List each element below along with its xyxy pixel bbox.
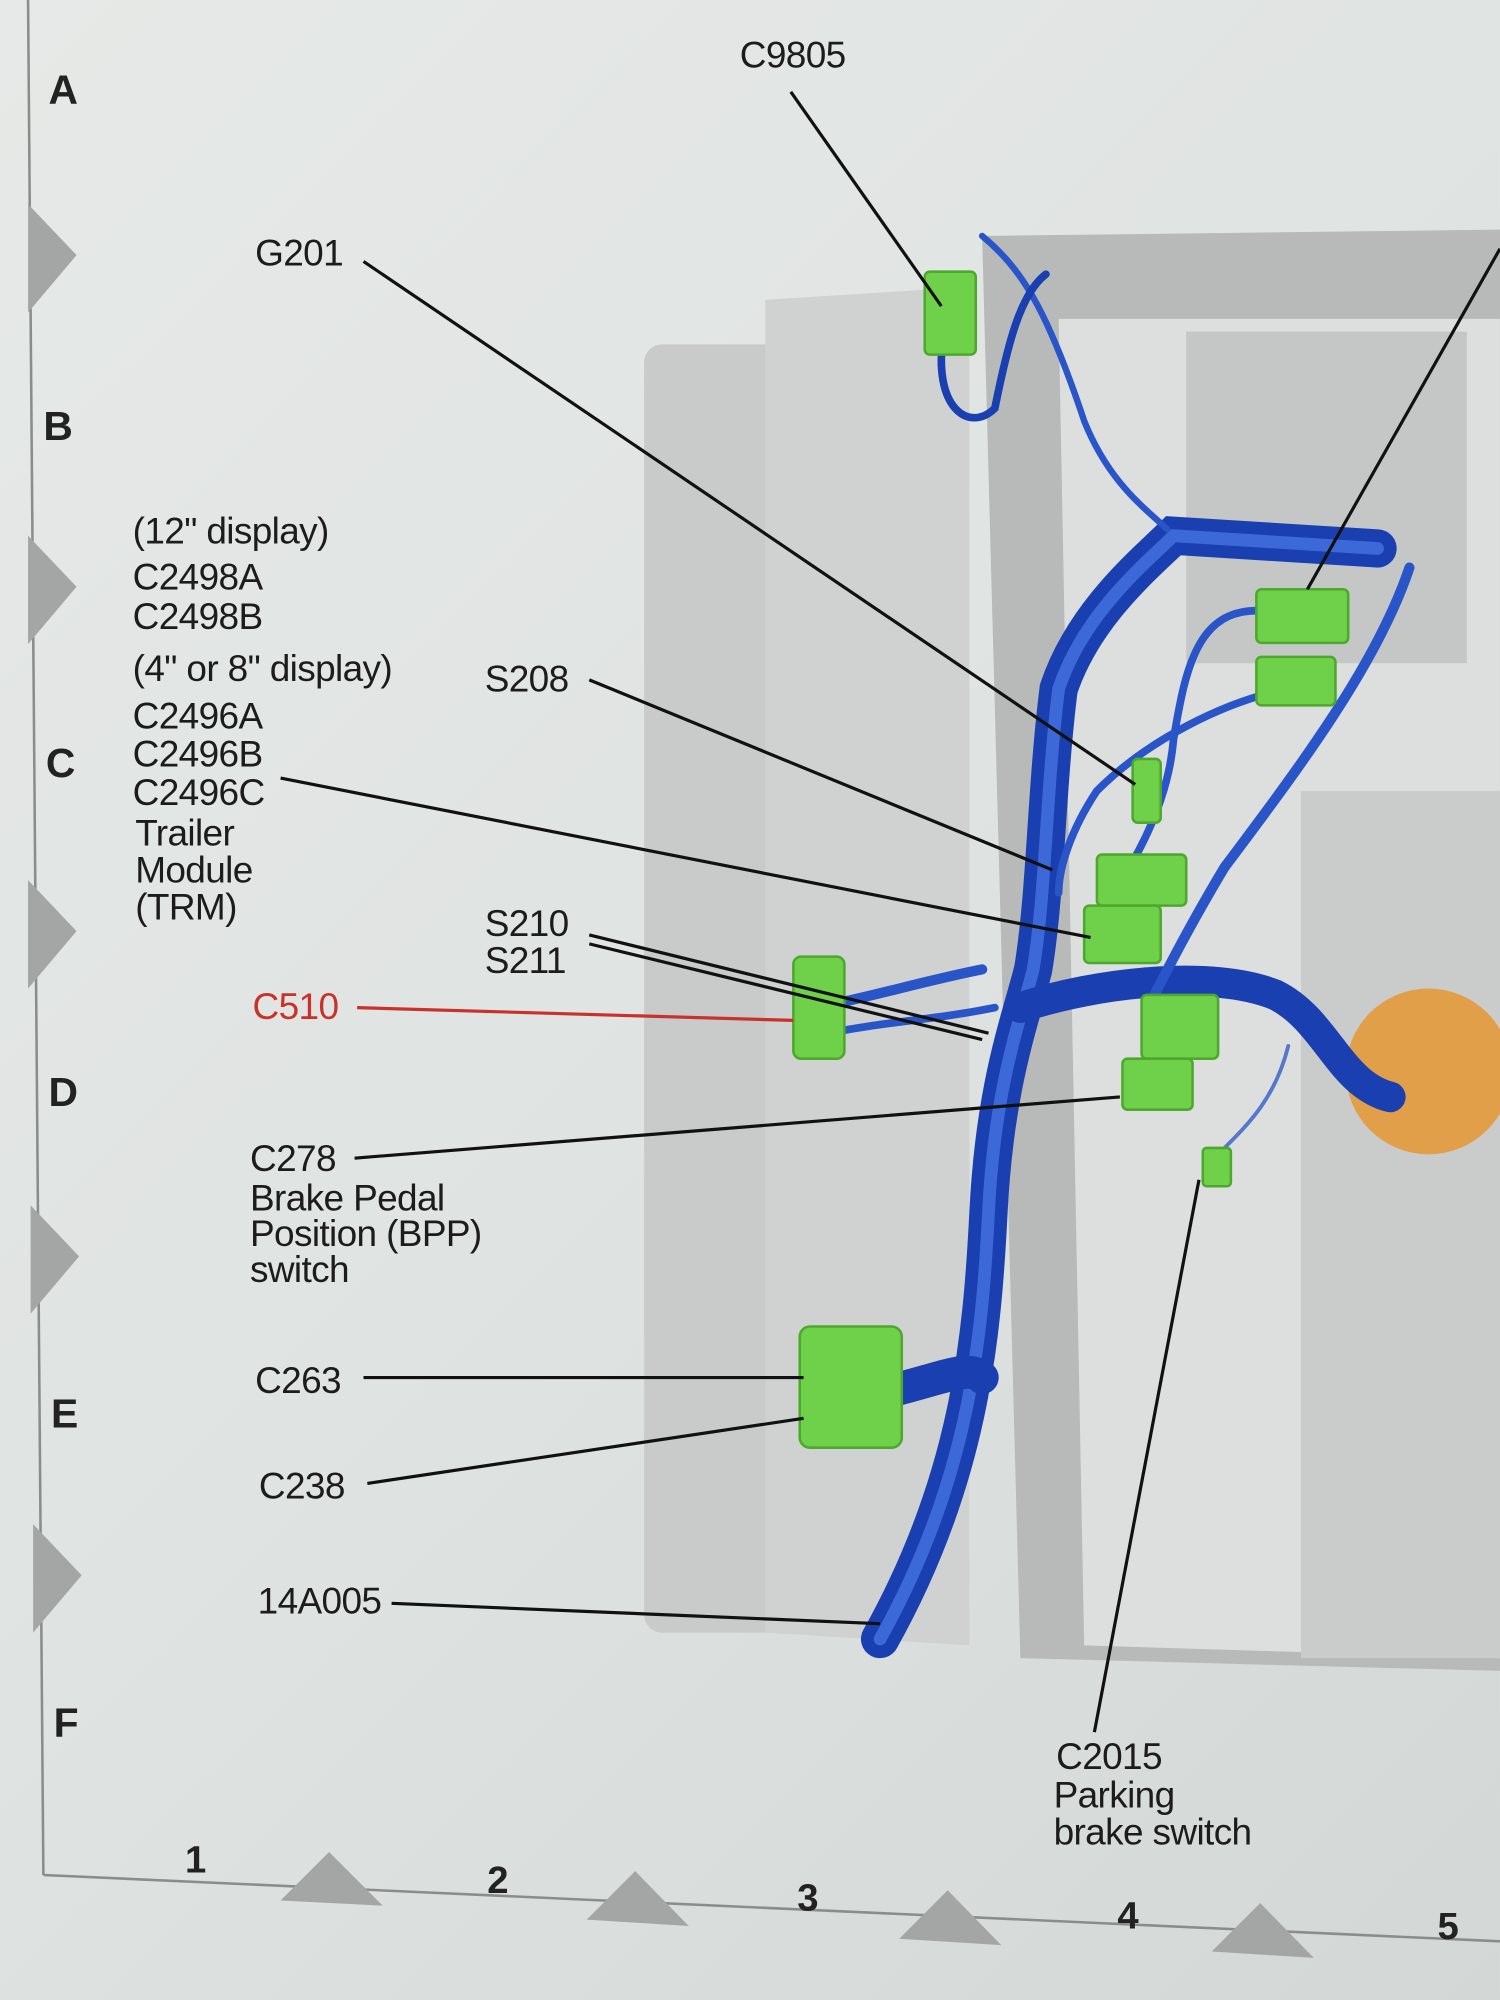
bpp-line-2: Position (BPP) — [249, 1214, 482, 1256]
trm-line-2: Module — [135, 850, 253, 892]
label-14a005: 14A005 — [257, 1581, 382, 1623]
label-parking-brake-switch: Parking brake switch — [1053, 1775, 1253, 1854]
grid-row-f: F — [53, 1700, 79, 1747]
parking-line-1: Parking — [1053, 1775, 1176, 1817]
label-c9805: C9805 — [739, 35, 846, 77]
grid-col-4: 4 — [1117, 1895, 1139, 1938]
label-c2496c: C2496C — [132, 772, 266, 814]
label-c2496a: C2496A — [132, 696, 263, 738]
label-12-display: (12" display) — [132, 511, 330, 553]
label-trailer-module: Trailer Module (TRM) — [135, 816, 253, 927]
label-c238: C238 — [258, 1466, 346, 1508]
bpp-line-1: Brake Pedal — [249, 1178, 445, 1220]
grid-row-c: C — [45, 739, 76, 786]
label-s208: S208 — [484, 659, 569, 701]
grid-row-b: B — [43, 403, 73, 449]
label-c2015: C2015 — [1056, 1737, 1162, 1779]
trm-line-3: (TRM) — [135, 887, 237, 929]
grid-row-a: A — [48, 66, 78, 113]
label-g201: G201 — [255, 233, 344, 275]
leader-lines — [280, 90, 1500, 1733]
label-c510: C510 — [252, 987, 340, 1029]
c510-leader — [357, 1006, 794, 1022]
connectors — [792, 270, 1350, 1449]
grid-row-e: E — [51, 1390, 79, 1437]
label-bpp-switch: Brake Pedal Position (BPP) switch — [249, 1178, 482, 1291]
grid-col-3: 3 — [797, 1877, 819, 1920]
label-c2496b: C2496B — [132, 734, 263, 776]
bpp-line-3: switch — [249, 1249, 350, 1291]
label-c263: C263 — [255, 1360, 342, 1402]
grid-markers — [28, 204, 1314, 1958]
trm-line-1: Trailer — [135, 813, 235, 855]
label-c2498a: C2498A — [132, 557, 263, 599]
grid-col-5: 5 — [1437, 1905, 1459, 1948]
grid-col-1: 1 — [184, 1839, 207, 1882]
grid-row-d: D — [48, 1068, 78, 1115]
grid-col-2: 2 — [487, 1859, 509, 1902]
vehicle-panels — [644, 229, 1500, 1671]
label-c278: C278 — [249, 1139, 337, 1180]
label-s210: S210 — [484, 904, 569, 946]
label-4-8-display: (4" or 8" display) — [132, 649, 393, 691]
label-c2498b: C2498B — [132, 596, 263, 638]
label-s211: S211 — [484, 941, 567, 983]
parking-line-2: brake switch — [1053, 1812, 1253, 1854]
